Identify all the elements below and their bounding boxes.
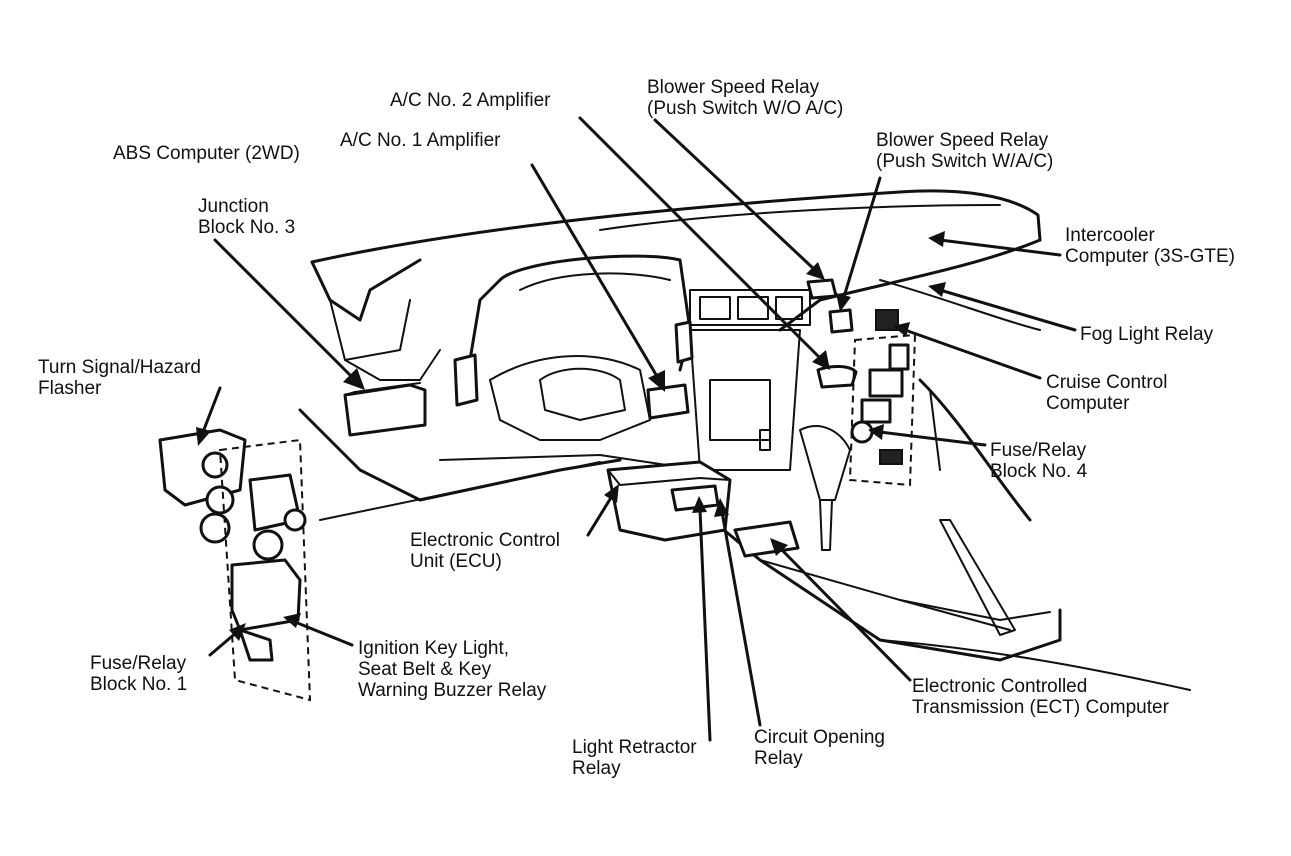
- label-ignition-key-light: Ignition Key Light, Seat Belt & Key Warn…: [358, 638, 547, 701]
- turn-signal-flasher-part: [158, 428, 247, 544]
- blower-relay-wo-ac-part: [806, 278, 838, 300]
- leader-fog-light: [928, 282, 1077, 332]
- leader-fuse-relay-4: [868, 424, 987, 447]
- label-light-retractor-relay: Light Retractor Relay: [572, 737, 697, 779]
- ac-no1-amplifier-part: [646, 383, 690, 420]
- leader-turn-signal-wire: [319, 461, 601, 521]
- leader-ecu: [586, 484, 619, 537]
- label-ac-no2-amplifier: A/C No. 2 Amplifier: [390, 90, 551, 111]
- fuse-relay-block-1-part: [218, 438, 312, 702]
- label-intercooler-computer: Intercooler Computer (3S-GTE): [1065, 225, 1235, 267]
- leader-circuit-opening: [714, 498, 762, 727]
- junction-block-3-part: [343, 382, 427, 437]
- leader-ac-no1: [530, 163, 665, 392]
- leader-junction-block-3: [213, 238, 365, 390]
- ect-computer-part: [733, 520, 800, 558]
- leader-ac-no2: [578, 116, 830, 370]
- leader-blower-w-ac: [836, 176, 882, 312]
- fuse-relay-block-4-part: [848, 333, 917, 487]
- label-fuse-relay-block-4: Fuse/Relay Block No. 4: [990, 440, 1088, 482]
- label-fuse-relay-block-1: Fuse/Relay Block No. 1: [90, 653, 188, 695]
- label-cruise-control-computer: Cruise Control Computer: [1046, 372, 1168, 414]
- ecu-part: [606, 460, 732, 542]
- label-fog-light-relay: Fog Light Relay: [1080, 324, 1214, 345]
- ac-no2-amplifier-part: [816, 365, 858, 389]
- label-turn-signal-flasher: Turn Signal/Hazard Flasher: [38, 357, 201, 399]
- label-ac-no1-amplifier: A/C No. 1 Amplifier: [340, 130, 501, 151]
- leader-intercooler: [928, 231, 1062, 257]
- label-junction-block-3: Junction Block No. 3: [198, 196, 296, 238]
- blower-relay-w-ac-part: [828, 308, 854, 334]
- label-abs-computer: ABS Computer (2WD): [113, 143, 300, 164]
- leader-ect: [770, 538, 912, 682]
- leader-light-retractor: [692, 496, 712, 742]
- leader-blower-wo-ac: [653, 118, 825, 280]
- label-circuit-opening-relay: Circuit Opening Relay: [754, 727, 885, 769]
- leader-turn-signal: [196, 386, 222, 446]
- label-blower-relay-wo-ac: Blower Speed Relay (Push Switch W/O A/C): [647, 77, 844, 119]
- label-ect-computer: Electronic Controlled Transmission (ECT)…: [912, 676, 1169, 718]
- leader-ignition-key: [283, 613, 354, 647]
- label-ecu: Electronic Control Unit (ECU): [410, 530, 560, 572]
- leader-cruise-control: [893, 322, 1042, 380]
- label-blower-relay-w-ac: Blower Speed Relay (Push Switch W/A/C): [876, 130, 1054, 172]
- leader-fuse-relay-1: [208, 623, 246, 657]
- steering-pillar-part: [453, 320, 694, 407]
